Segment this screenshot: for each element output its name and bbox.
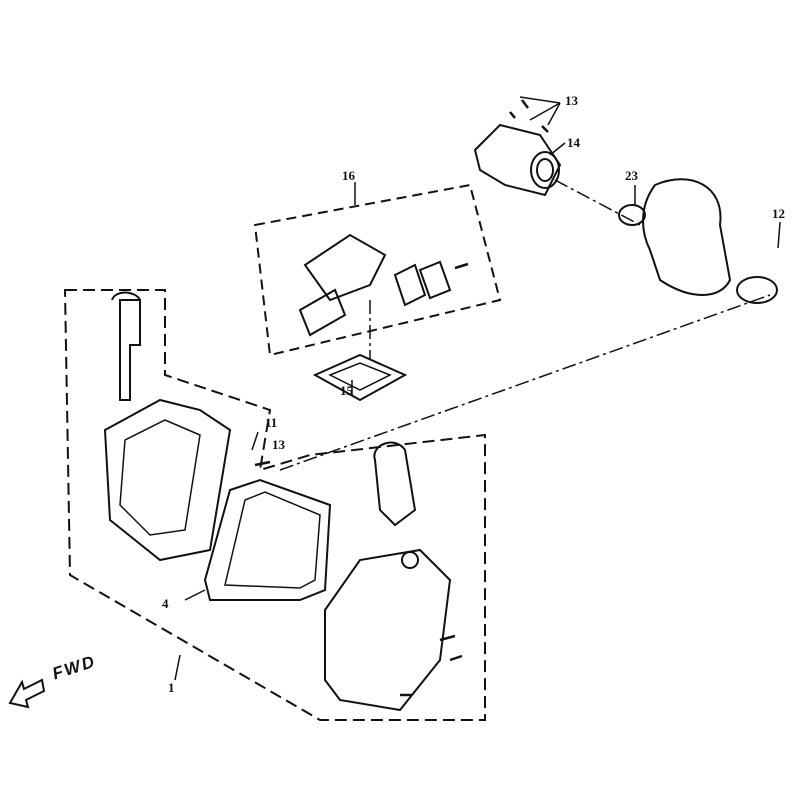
housing-part	[642, 178, 732, 296]
filter-element-part	[203, 478, 332, 601]
callout-15: 15	[340, 383, 353, 398]
callout-1: 1	[168, 680, 175, 695]
group-16-box	[253, 183, 502, 357]
callout-12: 12	[772, 206, 785, 221]
callout-13b: 13	[272, 437, 285, 452]
o-ring-part	[736, 276, 778, 304]
callout-16: 16	[342, 168, 355, 183]
hose-clamp-part	[618, 204, 646, 226]
gasket-part	[312, 353, 408, 402]
assembly-line	[279, 294, 771, 471]
callout-13: 13	[565, 93, 578, 108]
forward-arrow-icon	[8, 678, 46, 709]
air-cleaner-cover-part	[324, 441, 452, 712]
callout-4: 4	[162, 596, 169, 611]
callout-14: 14	[567, 135, 580, 150]
bolt-parts	[254, 99, 549, 697]
callout-23: 23	[625, 168, 638, 183]
assembly-line	[554, 179, 641, 226]
intake-manifold-part	[473, 123, 562, 197]
air-cleaner-case-part	[103, 291, 232, 562]
callout-11: 11	[265, 415, 278, 430]
reed-valve-part	[298, 233, 452, 337]
